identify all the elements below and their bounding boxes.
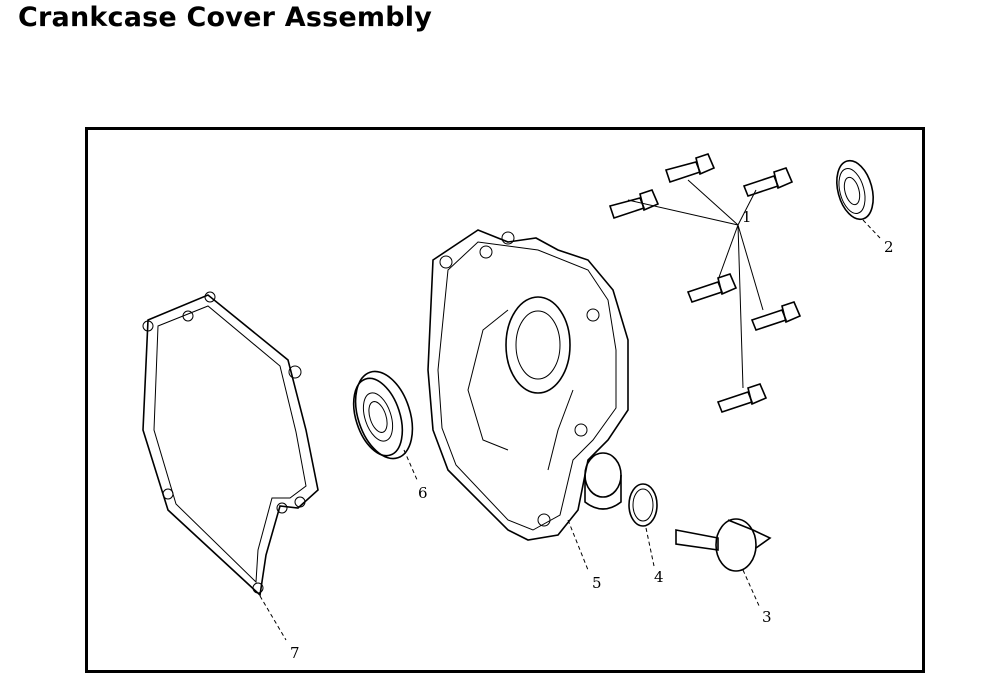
- part-4-o-ring: [628, 483, 658, 527]
- bolt: [686, 273, 738, 303]
- part-2-oil-seal: [836, 159, 874, 221]
- bolt: [664, 153, 716, 184]
- bolt: [716, 383, 768, 413]
- diagram-frame: 1 2 3 4 5 6 7: [85, 127, 925, 673]
- part-1-bolts: [608, 153, 802, 413]
- page-title: Crankcase Cover Assembly: [18, 2, 432, 33]
- callout-1: 1: [742, 208, 752, 226]
- part-7-gasket: [142, 291, 319, 597]
- part-5-crankcase-cover: [427, 229, 629, 541]
- callout-6: 6: [418, 484, 428, 502]
- callout-2: 2: [884, 238, 894, 256]
- part-3-oil-filler-cap: [675, 518, 772, 572]
- leader-lines: [259, 179, 881, 641]
- part-6-bearing: [352, 370, 414, 460]
- bolt: [750, 301, 802, 331]
- callout-3: 3: [762, 608, 772, 626]
- bolt: [608, 189, 660, 220]
- bolt: [742, 167, 794, 197]
- callout-4: 4: [654, 568, 664, 586]
- callout-7: 7: [290, 644, 300, 662]
- callout-5: 5: [592, 574, 602, 592]
- exploded-parts-diagram: 1 2 3 4 5 6 7: [142, 153, 894, 662]
